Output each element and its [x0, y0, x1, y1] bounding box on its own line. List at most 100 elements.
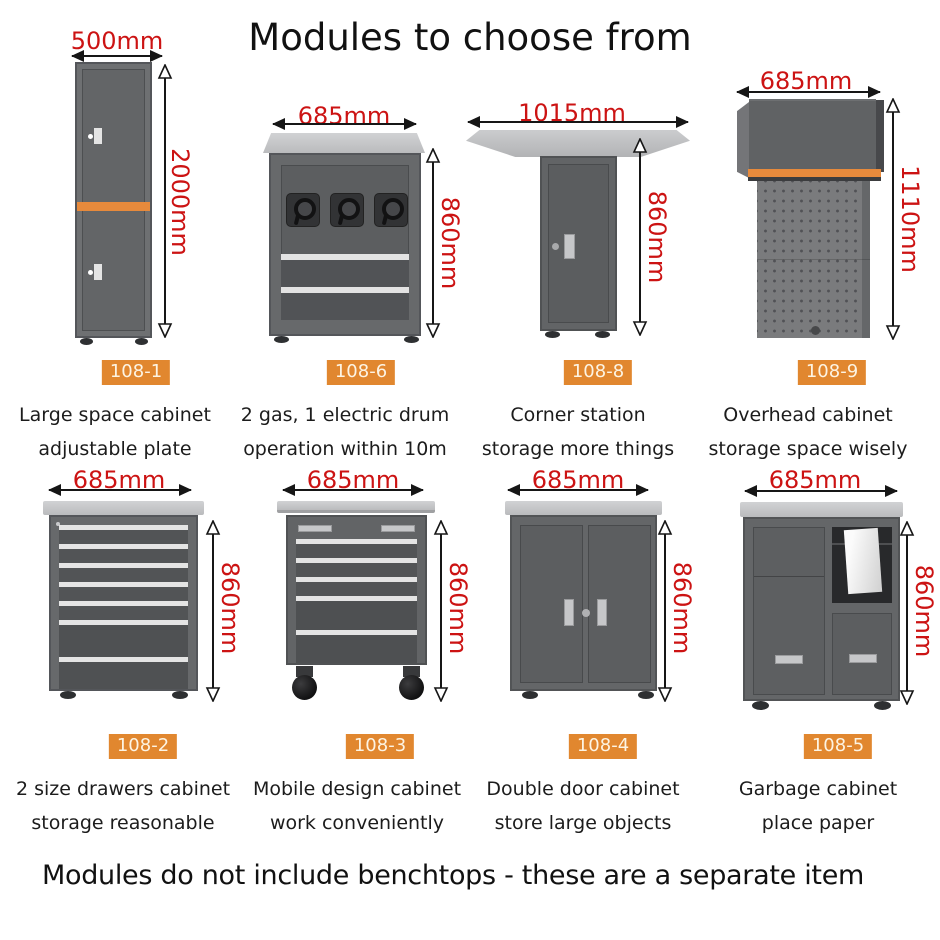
paper-roll	[843, 527, 883, 595]
pegboard-seam	[757, 259, 870, 260]
height-dimension-label: 860mm	[436, 196, 464, 290]
pegboard-hole	[811, 326, 820, 335]
overhead-cabinet-side	[737, 102, 749, 178]
caster-wheel	[292, 675, 317, 700]
caster-mount	[403, 666, 420, 677]
overhead-cabinet-edge	[876, 100, 884, 172]
cabinet-foot	[274, 336, 289, 343]
overhead-cabinet-front	[749, 99, 876, 169]
module-caption: 2 gas, 1 electric drum operation within …	[241, 398, 450, 466]
caption-line: Mobile design cabinet	[252, 778, 462, 800]
hose-drum-icon	[286, 193, 320, 227]
width-arrow-icon	[467, 116, 689, 128]
caption-line: operation within 10m	[243, 438, 447, 460]
door-handle	[597, 599, 607, 626]
width-dimension-label: 685mm	[759, 67, 853, 95]
height-arrow-icon	[425, 148, 441, 338]
caption-line: Overhead cabinet	[723, 404, 893, 426]
height-dimension-label: 860mm	[216, 561, 244, 655]
cabinet-underside	[748, 177, 881, 181]
height-dimension-label: 2000mm	[166, 148, 194, 256]
top-handle	[298, 525, 332, 532]
lock-plate	[564, 234, 575, 259]
pegboard-edge	[862, 181, 870, 338]
height-arrow-icon	[157, 64, 173, 338]
width-dimension-label: 500mm	[70, 27, 164, 55]
width-arrow-icon	[744, 485, 898, 497]
cabinet-foot	[545, 331, 560, 338]
module-caption: Large space cabinet adjustable plate	[19, 398, 211, 466]
right-drawer	[832, 613, 892, 695]
double-door-cabinet-figure	[510, 515, 657, 691]
height-dimension-label: 1110mm	[896, 165, 924, 273]
caption-line: storage space wisely	[708, 438, 908, 460]
cabinet-top	[263, 133, 425, 153]
cabinet-foot	[135, 338, 148, 345]
corner-benchtop	[466, 130, 690, 157]
garbage-cabinet-figure	[743, 517, 900, 701]
module-caption: Overhead cabinet storage space wisely	[709, 398, 908, 466]
door-handle	[775, 655, 803, 664]
door-handle	[94, 264, 102, 280]
cabinet-top	[277, 501, 435, 513]
thin-drawer-stack	[59, 525, 188, 620]
door-handle	[94, 128, 102, 144]
door-seam	[754, 576, 824, 577]
cabinet-foot	[874, 701, 891, 710]
door-knob	[582, 609, 590, 617]
cabinet-top	[505, 501, 662, 515]
caption-line: place paper	[761, 812, 875, 834]
height-arrow-icon	[899, 521, 915, 705]
caption-line: store large objects	[494, 812, 672, 834]
corner-knob	[56, 522, 60, 526]
hose-drum-icon	[330, 193, 364, 227]
width-dimension-label: 685mm	[768, 466, 862, 494]
module-code-badge: 108-5	[803, 734, 873, 759]
tall-drawer-stack	[296, 596, 417, 663]
width-dimension-label: 685mm	[297, 102, 391, 130]
tall-cabinet-figure	[75, 62, 152, 338]
cabinet-door	[82, 69, 145, 331]
height-dimension-label: 860mm	[444, 561, 472, 655]
caption-line: Corner station	[510, 404, 646, 426]
cabinet-foot	[404, 336, 419, 343]
caption-line: 2 size drawers cabinet	[15, 778, 231, 800]
cabinet-top	[740, 502, 903, 517]
tall-drawer-stack	[59, 620, 188, 689]
height-arrow-icon	[433, 520, 449, 702]
cabinet-top	[43, 501, 204, 515]
caption-line: storage more things	[481, 438, 675, 460]
module-caption: Double door cabinet store large objects	[486, 772, 679, 840]
thin-drawer-stack	[296, 539, 417, 596]
width-arrow-icon	[507, 484, 649, 496]
door-knob	[552, 243, 559, 250]
hose-drum-icon	[374, 193, 408, 227]
module-code-badge: 108-6	[326, 360, 396, 385]
caption-line: work conveniently	[269, 812, 445, 834]
cabinet-foot	[172, 691, 188, 699]
height-dimension-label: 860mm	[668, 561, 696, 655]
pegboard-panel	[757, 181, 870, 338]
left-door	[753, 527, 825, 695]
height-arrow-icon	[885, 98, 901, 340]
orange-stripe	[77, 202, 150, 211]
module-code-badge: 108-9	[797, 360, 867, 385]
caster-wheel	[399, 675, 424, 700]
top-handle	[381, 525, 415, 532]
caption-line: Large space cabinet	[19, 404, 211, 426]
height-dimension-label: 860mm	[910, 564, 938, 658]
caster-mount	[296, 666, 313, 677]
cabinet-foot	[80, 338, 93, 345]
height-arrow-icon	[205, 520, 221, 702]
caption-line: storage reasonable	[31, 812, 215, 834]
height-dimension-label: 860mm	[643, 190, 671, 284]
corner-cabinet-figure	[540, 156, 617, 331]
page-title: Modules to choose from	[248, 16, 692, 59]
height-arrow-icon	[657, 520, 673, 702]
right-door	[588, 525, 651, 683]
